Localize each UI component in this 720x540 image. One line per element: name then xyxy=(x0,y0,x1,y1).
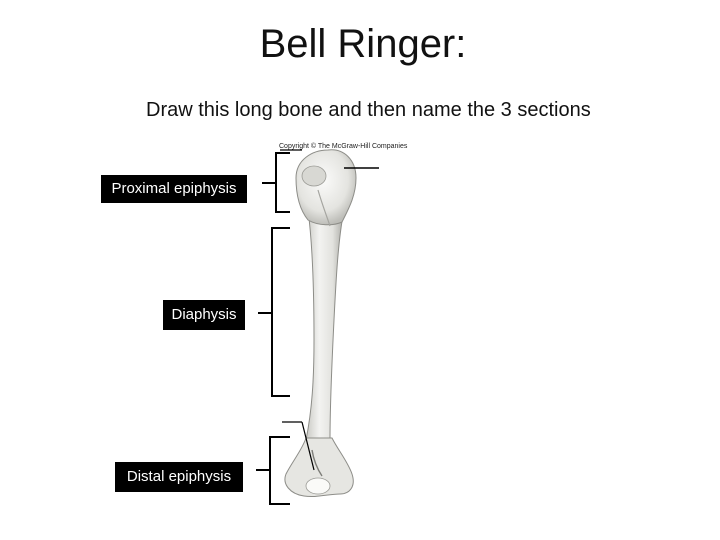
bone-tubercle xyxy=(301,165,327,187)
label-distal-epiphysis: Distal epiphysis xyxy=(115,462,243,492)
slide-subtitle: Draw this long bone and then name the 3 … xyxy=(146,99,591,121)
bone-trochlea xyxy=(305,477,331,495)
pointer-line-distal-diag xyxy=(301,421,315,471)
bracket-distal xyxy=(256,436,290,505)
bone-distal-end xyxy=(284,437,354,498)
bone-groove xyxy=(317,189,331,227)
bracket-proximal xyxy=(262,152,290,213)
copyright-notice: Copyright © The McGraw-Hill Companies xyxy=(279,143,408,150)
label-diaphysis: Diaphysis xyxy=(163,300,245,330)
humerus-bone xyxy=(284,149,357,498)
label-proximal-epiphysis: Proximal epiphysis xyxy=(101,175,247,203)
bone-fossa xyxy=(311,449,323,477)
slide-title: Bell Ringer: xyxy=(259,22,467,66)
bone-shaft xyxy=(305,209,345,441)
bracket-diaphysis xyxy=(258,227,290,397)
